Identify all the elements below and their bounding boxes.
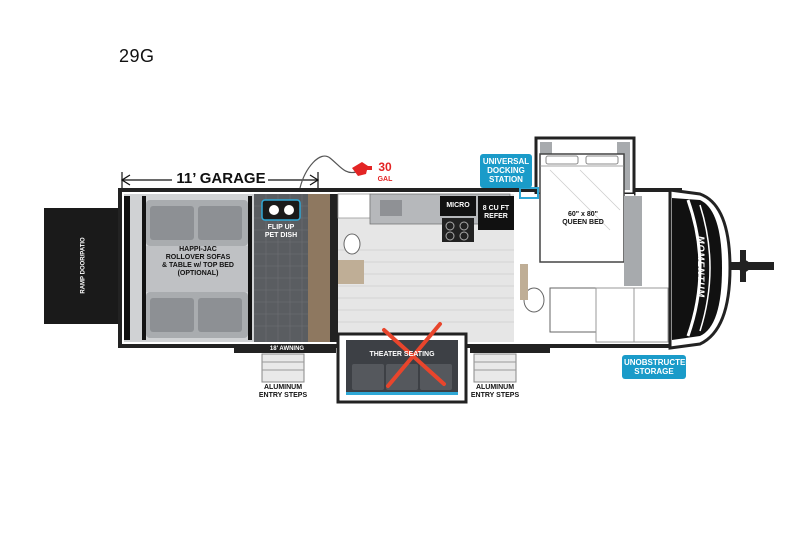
theater-seating-label: THEATER SEATING — [369, 351, 435, 358]
refer-label: 8 CU FT REFER — [482, 205, 510, 221]
fuel-hose — [299, 155, 357, 189]
brand-logo: MOMENTUM — [696, 236, 707, 299]
hitch — [730, 250, 774, 282]
fuel-pump-icon — [352, 162, 372, 176]
queen-bed — [539, 153, 625, 263]
entry-steps-right — [473, 353, 517, 383]
entry-steps-right-label: ALUMINUM ENTRY STEPS — [470, 384, 520, 400]
micro-label: MICRO — [446, 202, 470, 209]
queen-bed-label: 60" x 80" QUEEN BED — [562, 211, 604, 227]
model-number: 29G — [119, 46, 155, 66]
rollover-sofas — [146, 200, 248, 338]
garage-dimension — [120, 172, 320, 188]
garage-label: 11’ GARAGE — [176, 170, 266, 187]
entry-steps-left — [261, 353, 305, 383]
fuel-unit: GAL — [377, 176, 393, 183]
pet-dish-label: FLIP UP PET DISH — [264, 224, 298, 240]
entry-steps-left-label: ALUMINUM ENTRY STEPS — [258, 384, 308, 400]
front-bath — [520, 264, 669, 343]
awning-rail — [234, 346, 336, 353]
pet-dish — [261, 199, 301, 221]
fuel-amount: 30 — [378, 160, 392, 174]
sofas-label: HAPPI-JAC ROLLOVER SOFAS & TABLE w/ TOP … — [162, 246, 234, 278]
wardrobe — [308, 194, 330, 342]
ramp-door-label: RAMP DOOR/PATIO — [80, 237, 87, 294]
storage-badge: UNOBSTRUCTED STORAGE — [622, 355, 691, 380]
rear-bath — [337, 193, 371, 284]
awning-label: 18' AWNING — [269, 346, 305, 352]
crossed-out-mark — [382, 322, 446, 388]
ramp-door — [44, 208, 122, 324]
docking-station-badge: UNIVERSAL DOCKING STATION — [480, 154, 532, 188]
refrigerator — [478, 196, 514, 230]
